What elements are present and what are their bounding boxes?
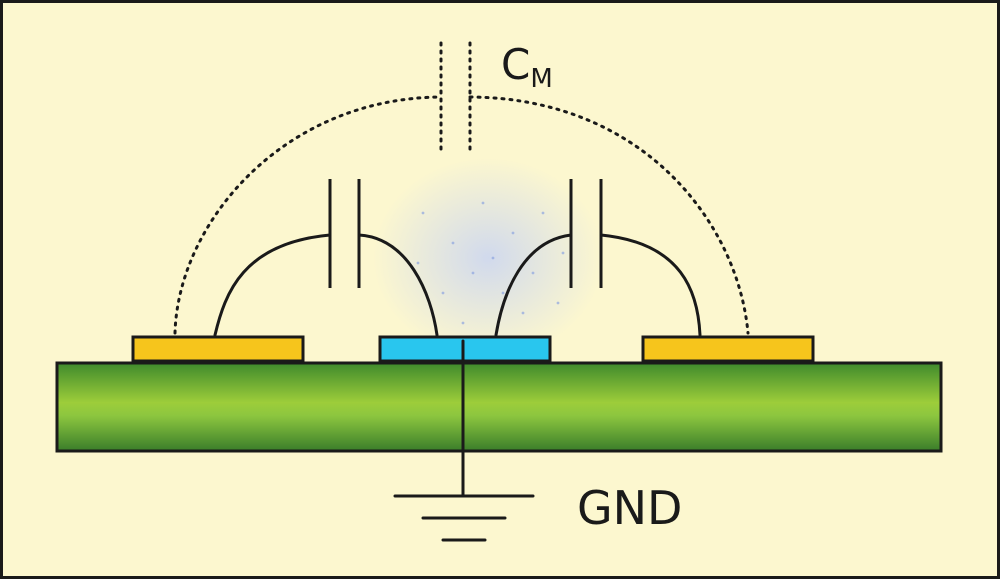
trace-center-ground — [378, 335, 552, 363]
right-cap-wire-a — [494, 233, 573, 337]
mutual-cap-label: CM — [501, 40, 553, 94]
mutual-cap-wire-right — [468, 95, 750, 335]
trace-left — [131, 335, 305, 363]
ground-label: GND — [577, 481, 682, 535]
mutual-cap-wire-left — [173, 95, 443, 335]
coupling-diagram: CM GND — [55, 40, 943, 542]
field-speckles — [416, 201, 565, 325]
trace-right — [641, 335, 815, 363]
left-cap-wire-b — [357, 233, 439, 337]
left-cap-wire-a — [213, 233, 332, 337]
pcb-substrate — [55, 361, 943, 453]
right-cap-wire-b — [599, 233, 702, 337]
mutual-cap-label-subscript: M — [530, 64, 552, 94]
field-region — [373, 158, 603, 358]
